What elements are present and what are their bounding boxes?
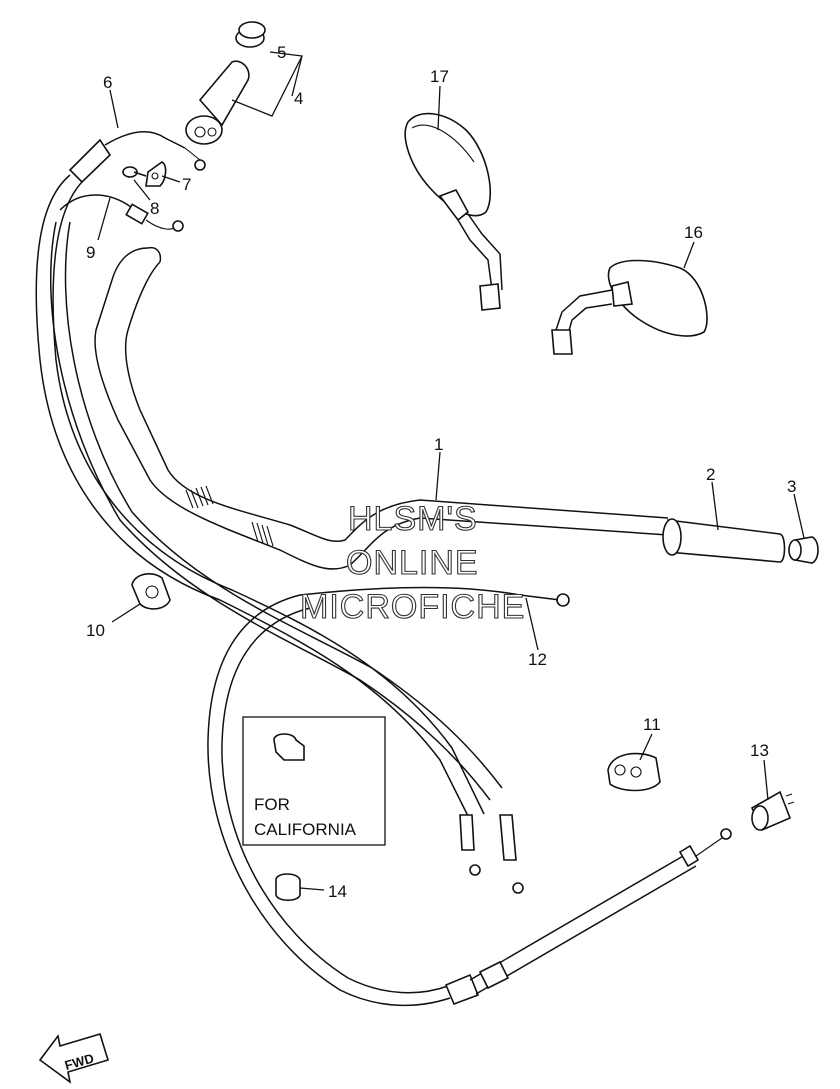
california-note-line2: CALIFORNIA — [254, 820, 357, 839]
callout-2: 2 — [706, 465, 715, 484]
throttle-grip — [185, 60, 250, 145]
callout-12: 12 — [528, 650, 547, 669]
mirror-left — [551, 259, 708, 355]
callout-1: 1 — [434, 435, 443, 454]
clamp-10 — [131, 573, 171, 610]
callout-7: 7 — [182, 175, 191, 194]
watermark-line1: HLSM'S — [348, 500, 478, 538]
cable-end-fittings — [459, 814, 524, 894]
callout-11: 11 — [643, 715, 661, 734]
callout-labels: 1 2 3 4 5 6 7 8 9 10 11 12 13 14 15 16 1… — [86, 43, 796, 901]
callout-5: 5 — [277, 43, 286, 62]
callout-10: 10 — [86, 621, 105, 640]
clamp-11 — [607, 752, 661, 792]
callout-9: 9 — [86, 243, 95, 262]
clutch-cable — [207, 586, 732, 1007]
watermark-line2: ONLINE — [346, 544, 479, 582]
callout-14: 14 — [328, 882, 347, 901]
mirror-right — [404, 112, 503, 311]
bolt — [122, 166, 147, 178]
handlebar — [94, 246, 669, 570]
throttle-cable-9 — [49, 194, 503, 801]
clip-14 — [275, 873, 301, 902]
fwd-arrow-icon — [38, 1033, 110, 1084]
callout-13: 13 — [750, 741, 769, 760]
fwd-arrow: FWD — [38, 1033, 110, 1084]
bar-end-cap — [788, 536, 819, 564]
throttle-cable-6 — [35, 131, 485, 821]
watermark: HLSM'S ONLINE MICROFICHE — [299, 499, 525, 626]
watermark-line3: MICROFICHE — [300, 588, 525, 626]
callout-3: 3 — [787, 477, 796, 496]
callout-4: 4 — [294, 89, 303, 108]
grip-left — [662, 518, 786, 563]
california-note-line1: FOR — [254, 795, 290, 814]
callout-17: 17 — [430, 67, 449, 86]
california-note-box: FOR CALIFORNIA — [242, 716, 386, 846]
callout-16: 16 — [684, 223, 703, 242]
grip-collar — [235, 21, 266, 48]
callout-6: 6 — [103, 73, 112, 92]
cable-holder — [145, 161, 167, 187]
callout-8: 8 — [150, 199, 159, 218]
cable-adjuster — [750, 790, 795, 832]
